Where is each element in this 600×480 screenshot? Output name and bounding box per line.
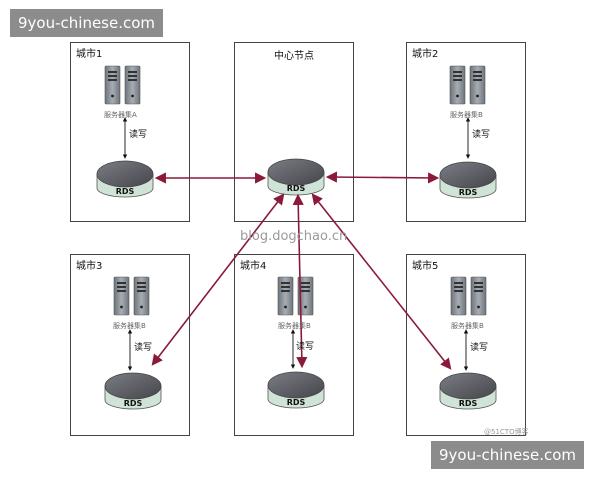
city1-title: 城市1 xyxy=(76,49,103,60)
sync-arrow-city5 xyxy=(311,193,452,370)
server-cluster-city1 xyxy=(104,65,141,105)
sync-arrow-city4 xyxy=(292,193,308,369)
rw-label-city2: 读写 xyxy=(472,130,491,140)
server-icon xyxy=(124,65,141,105)
rds-db-city5: RDS xyxy=(439,372,497,410)
server-cluster-city5 xyxy=(450,276,487,316)
server-label-city2: 服务器集B xyxy=(450,111,483,119)
rw-label-city4: 读写 xyxy=(296,342,315,352)
rw-label-city5: 读写 xyxy=(470,343,489,353)
rds-db-city3: RDS xyxy=(104,372,162,410)
server-cluster-city4 xyxy=(277,276,314,316)
sync-arrow-city3 xyxy=(151,193,285,366)
server-icon xyxy=(113,276,130,316)
corner-credit: @51CTO博客 xyxy=(484,428,529,436)
rds-db-city4: RDS xyxy=(267,371,325,409)
server-icon xyxy=(450,276,467,316)
rds-label: RDS xyxy=(287,184,306,193)
city2-title: 城市2 xyxy=(412,49,439,60)
blog-watermark: blog.dogchao.cn xyxy=(240,229,348,244)
center-title: 中心节点 xyxy=(274,51,314,62)
rds-db-city1: RDS xyxy=(96,160,154,198)
server-icon xyxy=(469,65,486,105)
server-icon xyxy=(470,276,487,316)
server-label-city3: 服务器集B xyxy=(113,322,146,330)
server-icon xyxy=(449,65,466,105)
rds-label: RDS xyxy=(124,399,143,408)
watermark-top: 9you-chinese.com xyxy=(10,9,164,37)
watermark-bottom: 9you-chinese.com xyxy=(431,441,585,469)
server-cluster-city2 xyxy=(449,65,486,105)
rw-label-city1: 读写 xyxy=(129,130,148,140)
sync-arrow-city2 xyxy=(325,171,440,184)
server-label-city5: 服务器集B xyxy=(451,322,484,330)
rds-label: RDS xyxy=(459,188,478,197)
rw-label-city3: 读写 xyxy=(134,343,153,353)
server-label-city1: 服务器集A xyxy=(104,111,137,119)
rds-label: RDS xyxy=(116,187,135,196)
server-icon xyxy=(277,276,294,316)
server-icon xyxy=(104,65,121,105)
city3-title: 城市3 xyxy=(76,261,103,272)
rds-label: RDS xyxy=(459,399,478,408)
server-cluster-city3 xyxy=(113,276,150,316)
server-icon xyxy=(133,276,150,316)
rds-db-city2: RDS xyxy=(439,161,497,199)
server-label-city4: 服务器集B xyxy=(278,322,311,330)
rds-db-center: RDS xyxy=(267,158,325,196)
rds-label: RDS xyxy=(287,398,306,407)
